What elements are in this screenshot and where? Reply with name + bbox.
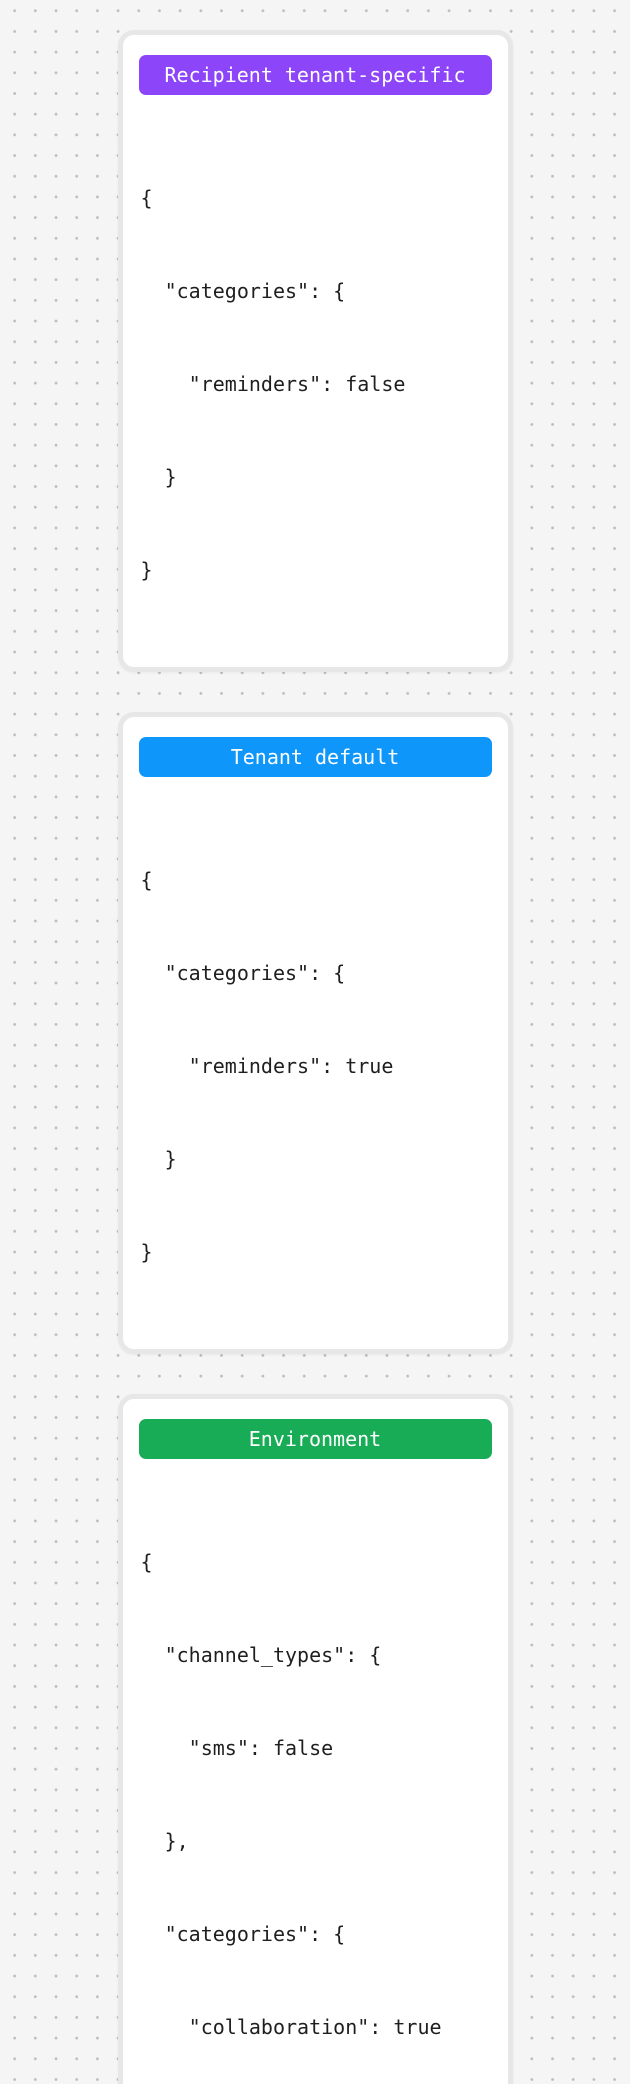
code-line: } [140,1147,177,1171]
json-code-block: { "categories": { "reminders": true } } [139,803,492,1330]
badge-tenant-default: Tenant default [138,737,492,777]
badge-environment: Environment [138,1419,492,1459]
card-tenant-default: Tenant default { "categories": { "remind… [117,712,513,1354]
code-line: "categories": { [140,1922,346,1946]
code-line: "reminders": true [140,1054,394,1078]
badge-label: Recipient tenant-specific [164,63,466,87]
code-line: "sms": false [140,1736,334,1760]
code-line: "categories": { [140,961,346,985]
code-line: "collaboration": true [140,2015,442,2039]
code-line: { [140,868,153,892]
code-line: "channel_types": { [140,1643,382,1667]
code-line: "categories": { [140,279,346,303]
card-environment: Environment { "channel_types": { "sms": … [117,1394,513,2084]
code-line: { [140,186,153,210]
code-line: "reminders": false [140,372,406,396]
dotted-canvas: Recipient tenant-specific { "categories"… [117,30,513,2084]
badge-recipient-tenant-specific: Recipient tenant-specific [138,55,492,95]
card-recipient-tenant-specific: Recipient tenant-specific { "categories"… [117,30,513,672]
json-code-block: { "categories": { "reminders": false } } [139,121,492,648]
code-line: } [140,558,153,582]
code-line: }, [140,1829,189,1853]
badge-label: Tenant default [230,745,400,769]
badge-label: Environment [248,1427,382,1451]
code-line: { [140,1550,153,1574]
code-line: } [140,465,177,489]
json-code-block: { "channel_types": { "sms": false }, "ca… [139,1485,492,2084]
code-line: } [140,1240,153,1264]
